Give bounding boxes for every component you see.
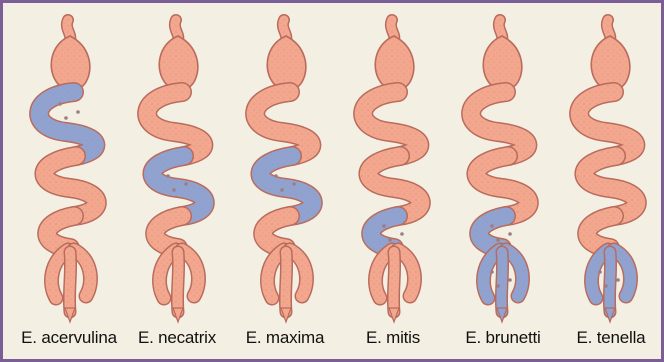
lesion-spot-5	[496, 238, 500, 242]
gizzard-texture-1	[51, 36, 90, 90]
label-e-maxima: E. maxima	[230, 328, 340, 348]
intestine-1	[39, 20, 97, 322]
lesion-spot-4	[400, 232, 404, 236]
rectum-4-texture	[393, 252, 394, 312]
lesion-spot-6	[616, 278, 620, 282]
label-e-mitis: E. mitis	[338, 328, 448, 348]
gizzard-texture-5	[483, 36, 522, 90]
label-e-acervulina: E. acervulina	[14, 328, 124, 348]
lesion-spot-5	[508, 278, 512, 282]
lesion-spot-1	[76, 110, 80, 114]
rectum-2-texture	[177, 252, 178, 312]
label-e-necatrix: E. necatrix	[122, 328, 232, 348]
lesion-spot-1	[64, 116, 68, 120]
lesion-spot-5	[490, 224, 494, 228]
species-labels: E. acervulina E. necatrix E. maxima E. m…	[0, 328, 664, 358]
rectum-3-texture	[285, 252, 286, 312]
rectum-5-texture	[501, 252, 502, 312]
intestine-2	[147, 20, 205, 322]
rectum-6-texture	[609, 252, 610, 312]
lesion-spot-6	[604, 284, 608, 288]
lesion-spot-3	[274, 174, 278, 178]
lesion-spot-4	[382, 224, 386, 228]
gizzard-texture-6	[591, 36, 630, 90]
lesion-spot-3	[280, 188, 284, 192]
lesion-spot-5	[496, 284, 500, 288]
gizzard-texture-3	[267, 36, 306, 90]
lesion-spot-1	[58, 102, 62, 106]
lesion-spot-2	[172, 188, 176, 192]
intestine-4	[363, 20, 421, 322]
gizzard-texture-4	[375, 36, 414, 90]
intestine-6	[579, 20, 637, 322]
intestine-5	[471, 20, 529, 322]
lesion-spot-2	[184, 182, 188, 186]
label-e-brunetti: E. brunetti	[448, 328, 558, 348]
intestine-3	[255, 20, 313, 322]
lesion-spot-3	[292, 182, 296, 186]
lesion-spot-6	[598, 270, 602, 274]
label-e-tenella: E. tenella	[556, 328, 664, 348]
gizzard-texture-2	[159, 36, 198, 90]
rectum-1-texture	[69, 252, 70, 312]
lesion-spot-2	[166, 174, 170, 178]
lesion-spot-5	[490, 270, 494, 274]
lesion-spot-4	[388, 238, 392, 242]
lesion-spot-5	[508, 232, 512, 236]
